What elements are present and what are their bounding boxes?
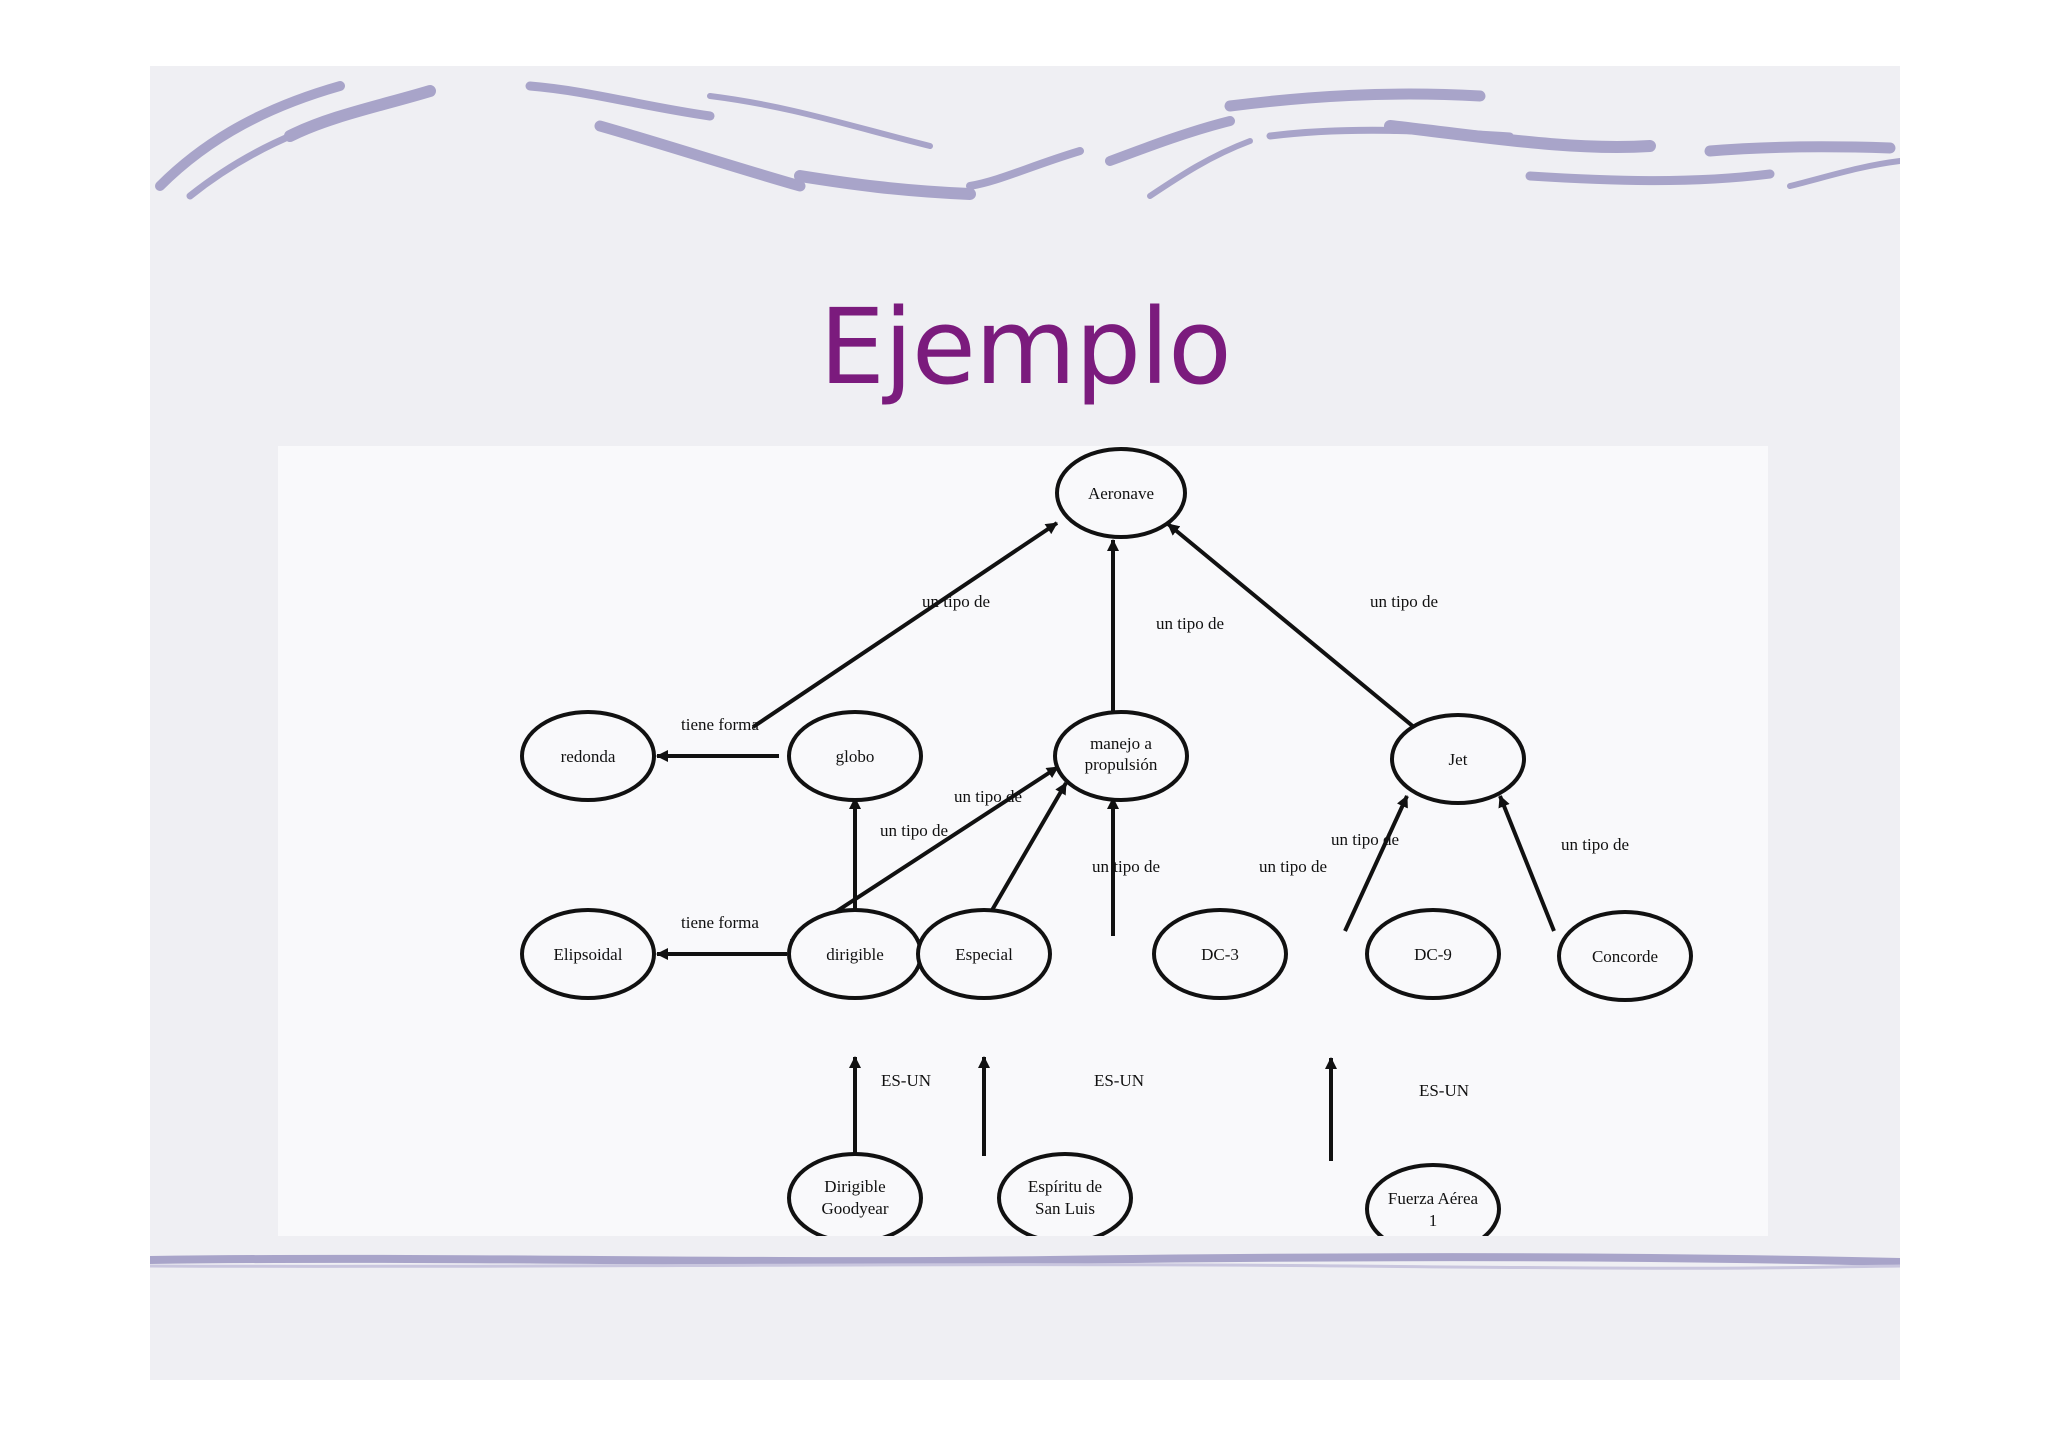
edge-label-globo-aeronave: un tipo de — [922, 592, 990, 611]
slide-title: Ejemplo — [819, 286, 1231, 408]
node-aeronave — [1055, 447, 1187, 539]
node-label-manejo-line1: manejo a — [1090, 734, 1152, 753]
node-label-goodyear-line2: Goodyear — [821, 1199, 888, 1218]
semantic-network-diagram: Aeronave redonda globo manejo a propulsi… — [520, 447, 1693, 1236]
node-label-especial: Especial — [955, 945, 1013, 964]
edge-label-dc9-jet: un tipo de — [1331, 830, 1399, 849]
scanned-figure: Aeronave redonda globo manejo a propulsi… — [278, 446, 1768, 1236]
node-label-espiritu-line2: San Luis — [1035, 1199, 1095, 1218]
node-manejo-propulsion — [1053, 710, 1189, 802]
edge-label-dc3-manejo: un tipo de — [1259, 857, 1327, 876]
node-especial — [916, 908, 1052, 1000]
node-label-fuerza-line2: 1 — [1429, 1211, 1438, 1230]
node-label-redonda: redonda — [561, 747, 616, 766]
decorative-banner — [155, 81, 1900, 200]
edge-label-dirigible-globo: un tipo de — [880, 821, 948, 840]
edge-jet-aeronave — [1166, 522, 1417, 730]
edge-dc9-jet — [1343, 795, 1409, 932]
node-fuerza-aerea-1 — [1365, 1163, 1501, 1236]
edge-label-dirigible-manejo: un tipo de — [954, 787, 1022, 806]
node-label-manejo-line2: propulsión — [1085, 755, 1158, 774]
node-dc3 — [1152, 908, 1288, 1000]
node-label-globo: globo — [836, 747, 875, 766]
decorative-footer-line — [150, 1253, 1900, 1270]
node-label-jet: Jet — [1449, 750, 1468, 769]
edge-label-goodyear-dirigible: ES-UN — [881, 1071, 931, 1090]
node-jet — [1390, 713, 1526, 805]
node-concorde — [1557, 910, 1693, 1002]
node-label-espiritu-line1: Espíritu de — [1028, 1177, 1102, 1196]
node-label-dc3: DC-3 — [1201, 945, 1239, 964]
edge-label-jet-aeronave: un tipo de — [1370, 592, 1438, 611]
node-label-elipsoidal: Elipsoidal — [554, 945, 623, 964]
node-dc9 — [1365, 908, 1501, 1000]
slide: Ejemplo — [150, 66, 1900, 1380]
edge-label-espiritu-especial: ES-UN — [1094, 1071, 1144, 1090]
edge-globo-aeronave — [751, 521, 1059, 729]
node-globo — [787, 710, 923, 802]
node-label-dc9: DC-9 — [1414, 945, 1452, 964]
edge-label-fuerza-dc9: ES-UN — [1419, 1081, 1469, 1100]
node-espiritu-de-san-luis — [997, 1152, 1133, 1236]
edge-label-manejo-aeronave: un tipo de — [1156, 614, 1224, 633]
edge-label-dirigible-elipsoidal: tiene forma — [681, 913, 759, 932]
node-redonda — [520, 710, 656, 802]
node-elipsoidal — [520, 908, 656, 1000]
node-label-concorde: Concorde — [1592, 947, 1658, 966]
node-dirigible-goodyear — [787, 1152, 923, 1236]
edge-label-especial-manejo: un tipo de — [1092, 857, 1160, 876]
edge-concorde-jet — [1498, 795, 1556, 932]
node-label-fuerza-line1: Fuerza Aérea — [1388, 1189, 1479, 1208]
node-label-aeronave: Aeronave — [1088, 484, 1154, 503]
edge-label-concorde-jet: un tipo de — [1561, 835, 1629, 854]
edge-label-globo-redonda: tiene forma — [681, 715, 759, 734]
node-label-dirigible: dirigible — [826, 945, 884, 964]
node-label-goodyear-line1: Dirigible — [824, 1177, 885, 1196]
